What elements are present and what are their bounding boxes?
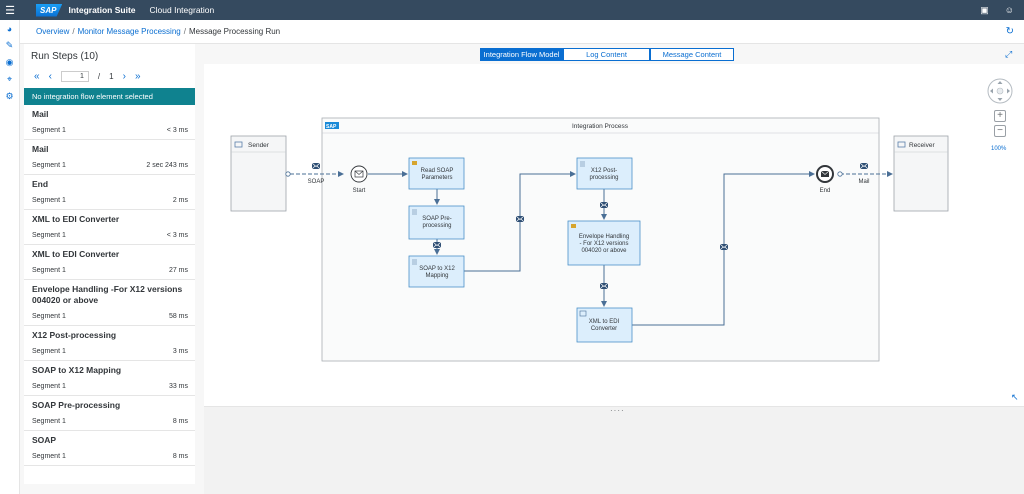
- run-step-segment: Segment 1: [32, 162, 66, 169]
- design-pencil-icon[interactable]: ✎: [5, 40, 14, 50]
- tab-message-content[interactable]: Message Content: [650, 48, 734, 61]
- breadcrumb-separator: /: [72, 27, 75, 36]
- breadcrumb-separator: /: [183, 27, 186, 36]
- page-input[interactable]: 1: [60, 70, 89, 82]
- run-steps-panel: Run Steps (10) « ‹ 1 / 1 › » No integrat…: [24, 44, 195, 484]
- side-navigation: ◕ ✎ ◉ ⌖ ⚙: [0, 20, 20, 494]
- run-step-name: X12 Post-processing: [32, 330, 117, 340]
- breadcrumb: Overview / Monitor Message Processing / …: [20, 20, 1024, 44]
- pager: « ‹ 1 / 1 › »: [24, 66, 195, 86]
- run-step-duration: 8 ms: [172, 418, 188, 425]
- breadcrumb-current: Message Processing Run: [188, 27, 281, 36]
- run-step-item[interactable]: SOAP Segment 1 8 ms: [24, 431, 195, 466]
- run-step-item[interactable]: Envelope Handling -For X12 versions 0040…: [24, 280, 195, 326]
- run-step-segment: Segment 1: [32, 348, 66, 355]
- run-step-name: SOAP Pre-processing: [32, 400, 121, 410]
- run-step-name: End: [32, 179, 49, 189]
- selection-banner: No integration flow element selected: [24, 88, 195, 105]
- run-step-segment: Segment 1: [32, 197, 66, 204]
- settings-network-icon[interactable]: ⌖: [6, 74, 13, 84]
- run-step-duration: < 3 ms: [166, 127, 188, 134]
- zoom-in-button[interactable]: +: [994, 110, 1006, 122]
- run-step-segment: Segment 1: [32, 232, 66, 239]
- run-step-segment: Segment 1: [32, 418, 66, 425]
- breadcrumb-overview-link[interactable]: Overview: [36, 27, 70, 36]
- run-step-duration: 27 ms: [168, 267, 188, 274]
- run-step-duration: < 3 ms: [166, 232, 188, 239]
- product-area: Cloud Integration: [149, 5, 215, 15]
- product-name: Integration Suite: [68, 5, 136, 15]
- next-page-icon[interactable]: ›: [122, 70, 126, 82]
- tab-integration-flow-model[interactable]: Integration Flow Model: [480, 48, 563, 61]
- run-step-name: XML to EDI Converter: [32, 214, 120, 224]
- page-total: 1: [109, 71, 114, 81]
- monitor-eye-icon[interactable]: ◉: [5, 57, 14, 67]
- run-step-duration: 58 ms: [168, 313, 188, 320]
- run-step-duration: 2 sec 243 ms: [146, 162, 188, 169]
- zoom-out-button[interactable]: −: [994, 125, 1006, 137]
- run-step-duration: 8 ms: [172, 453, 188, 460]
- breadcrumb-monitor-link[interactable]: Monitor Message Processing: [77, 27, 181, 36]
- run-step-segment: Segment 1: [32, 453, 66, 460]
- integration-flow-canvas[interactable]: [204, 64, 1024, 406]
- run-steps-title: Run Steps (10): [31, 51, 99, 62]
- last-page-icon[interactable]: »: [134, 70, 141, 82]
- run-step-name: SOAP to X12 Mapping: [32, 365, 122, 375]
- settings-gear-icon[interactable]: ⚙: [5, 91, 14, 101]
- tab-log-content[interactable]: Log Content: [563, 48, 650, 61]
- shell-bar: ☰ SAP Integration Suite Cloud Integratio…: [0, 0, 1024, 20]
- run-step-name: Envelope Handling -For X12 versions 0040…: [32, 284, 183, 305]
- discover-icon[interactable]: ◕: [6, 23, 13, 34]
- run-step-segment: Segment 1: [32, 313, 66, 320]
- run-step-segment: Segment 1: [32, 267, 66, 274]
- sap-logo[interactable]: SAP: [36, 3, 63, 17]
- run-step-segment: Segment 1: [32, 383, 66, 390]
- user-avatar-icon[interactable]: ☺: [1004, 4, 1014, 15]
- fullscreen-icon[interactable]: ⤢: [1005, 49, 1013, 59]
- run-step-segment: Segment 1: [32, 127, 66, 134]
- collapse-icon[interactable]: ↖: [1011, 392, 1019, 402]
- run-step-name: XML to EDI Converter: [32, 249, 120, 259]
- notification-icon[interactable]: ▣: [980, 4, 989, 15]
- menu-icon[interactable]: ☰: [5, 4, 15, 17]
- zoom-level: 100%: [991, 146, 1007, 152]
- run-step-duration: 2 ms: [172, 197, 188, 204]
- view-tabs: Integration Flow Model Log Content Messa…: [480, 48, 734, 61]
- page-separator: /: [97, 71, 101, 81]
- run-step-name: SOAP: [32, 435, 57, 445]
- run-step-duration: 3 ms: [172, 348, 188, 355]
- previous-page-icon[interactable]: ‹: [48, 70, 52, 82]
- first-page-icon[interactable]: «: [34, 70, 40, 82]
- run-step-duration: 33 ms: [168, 383, 188, 390]
- splitter-grip-icon[interactable]: ····: [610, 406, 625, 415]
- refresh-icon[interactable]: ↻: [1005, 26, 1014, 37]
- run-step-name: Mail: [32, 144, 49, 154]
- run-step-name: Mail: [32, 109, 49, 119]
- bottom-pane: [204, 406, 1024, 494]
